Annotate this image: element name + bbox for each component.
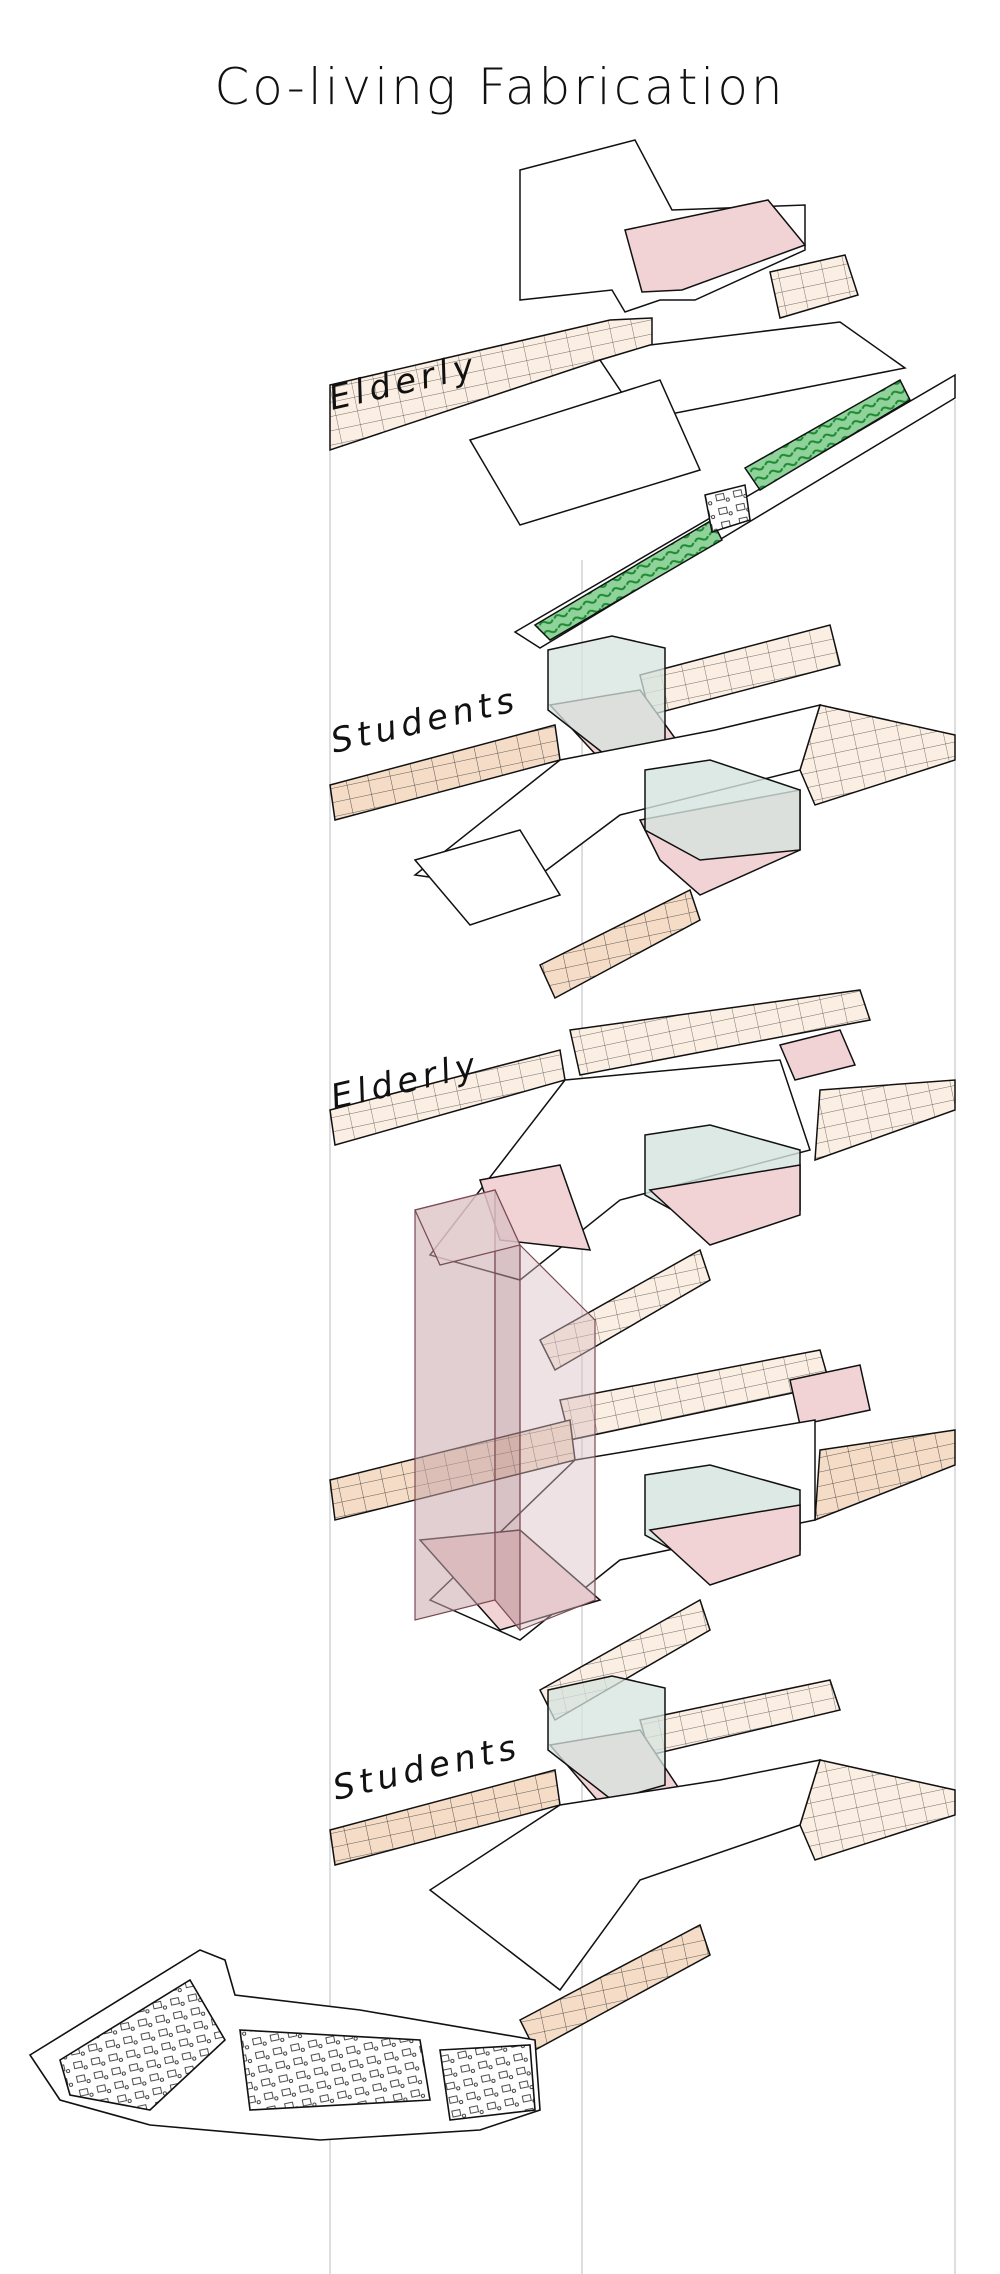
top-common-room xyxy=(624,199,807,293)
elderly-wing-east-mid xyxy=(814,1079,956,1162)
glass-volume-upper xyxy=(547,635,666,761)
void-shaft-right-face xyxy=(494,1189,521,1632)
students-wing-north-lower xyxy=(639,1679,841,1756)
shared-common-north xyxy=(789,1364,871,1426)
shared-common-east xyxy=(648,1504,801,1586)
inner-void-upper xyxy=(413,829,562,926)
ground-floor-east xyxy=(439,2044,536,2121)
stair-core-top xyxy=(704,484,751,533)
green-roof-planting-a xyxy=(533,518,723,641)
inner-void-top xyxy=(468,379,702,526)
connector-lower xyxy=(428,1759,822,1992)
ground-floor xyxy=(28,1949,541,2141)
level-students-upper xyxy=(329,624,956,1000)
shared-wing-east xyxy=(814,1429,956,1522)
glass-volume-east-upper xyxy=(644,759,801,861)
top-wing-east xyxy=(769,254,859,319)
students-wing-east-lower xyxy=(799,1759,956,1861)
green-roof-planting-b xyxy=(743,378,911,492)
level-elderly-top xyxy=(329,139,956,649)
level-students-lower xyxy=(329,1675,956,2052)
students-wing-east-upper xyxy=(799,704,956,806)
ground-floor-studio xyxy=(239,2029,431,2111)
glass-volume-lower xyxy=(547,1675,666,1801)
elderly-wing-north-mid xyxy=(569,989,871,1076)
page-title: Co-living Fabrication xyxy=(214,58,786,116)
students-wing-south-upper xyxy=(539,888,701,1000)
ground-floor-workshop xyxy=(59,1978,227,2111)
elderly-common-east-mid xyxy=(648,1164,801,1246)
void-shaft-front-face xyxy=(519,1243,596,1631)
students-wing-north-upper xyxy=(639,624,841,716)
elderly-wing-south-mid xyxy=(539,1248,711,1372)
void-shaft xyxy=(414,1189,596,1632)
elderly-common-mid xyxy=(778,1029,857,1081)
